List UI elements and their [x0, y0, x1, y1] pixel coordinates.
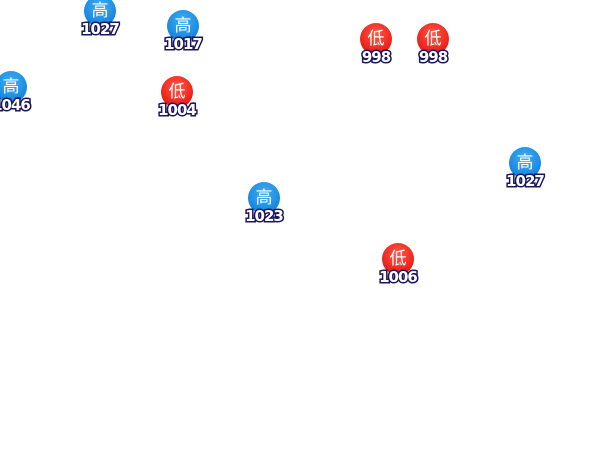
high-pressure-icon: 高	[167, 10, 199, 42]
pressure-value: 1017	[163, 35, 205, 53]
pressure-marker-high[interactable]: 高 1023	[241, 182, 287, 230]
high-pressure-icon: 高	[248, 182, 280, 214]
pressure-value: 1027	[505, 172, 547, 190]
low-pressure-icon: 低	[360, 23, 392, 55]
pressure-marker-high[interactable]: 高 1017	[160, 10, 206, 58]
pressure-value: 1004	[157, 101, 199, 119]
low-pressure-icon: 低	[161, 76, 193, 108]
pressure-marker-low[interactable]: 低 1006	[375, 243, 421, 291]
low-pressure-icon: 低	[382, 243, 414, 275]
high-pressure-icon: 高	[84, 0, 116, 27]
pressure-value: 1027	[80, 20, 122, 38]
pressure-value: 1023	[244, 207, 286, 225]
pressure-marker-high[interactable]: 高 1027	[502, 147, 548, 195]
low-pressure-icon: 低	[417, 23, 449, 55]
pressure-marker-high[interactable]: 高 1046	[0, 71, 34, 119]
high-pressure-icon: 高	[509, 147, 541, 179]
pressure-value: 1006	[378, 268, 420, 286]
pressure-marker-low[interactable]: 低 1004	[154, 76, 200, 124]
pressure-marker-low[interactable]: 低 998	[410, 23, 456, 71]
pressure-value: 998	[360, 48, 392, 66]
pressure-marker-low[interactable]: 低 998	[353, 23, 399, 71]
pressure-value: 1046	[0, 96, 32, 114]
pressure-value: 998	[417, 48, 449, 66]
pressure-marker-high[interactable]: 高 1027	[77, 0, 123, 43]
high-pressure-icon: 高	[0, 71, 27, 103]
